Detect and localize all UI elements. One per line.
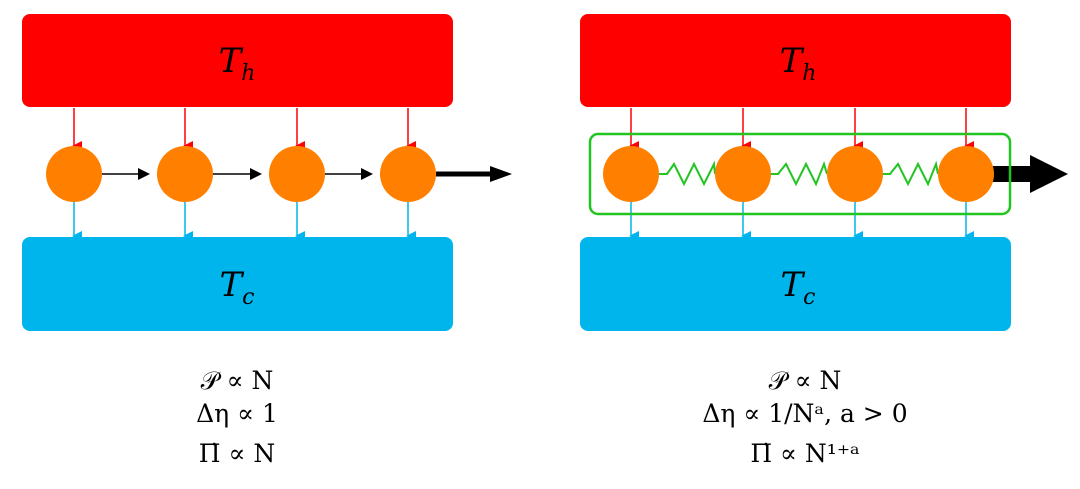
scaling-power: 𝒫 ∝ N — [769, 366, 842, 395]
scaling-efficiency: Δη ∝ 1 — [196, 399, 278, 428]
cold-reservoir-label: Tc — [219, 265, 254, 310]
cold-reservoir — [22, 237, 453, 331]
cold-reservoir-label: Tc — [780, 265, 815, 310]
engine-circle — [603, 146, 659, 202]
cold-reservoir — [580, 237, 1011, 331]
hot-reservoir-label: Th — [780, 41, 817, 86]
hot-reservoir — [22, 14, 453, 107]
total-work-arrow — [992, 155, 1068, 193]
scaling-entropy: Π̇ ∝ N¹⁺ᵃ — [750, 439, 859, 468]
coupling-spring — [771, 160, 828, 187]
total-work-arrow — [436, 166, 512, 182]
engine-circle — [380, 146, 436, 202]
engine-circle — [157, 146, 213, 202]
scaling-power: 𝒫 ∝ N — [201, 366, 274, 395]
hot-reservoir-label: Th — [219, 41, 256, 86]
engine-circle — [46, 146, 102, 202]
engine-circle — [269, 146, 325, 202]
scaling-entropy: Π̇ ∝ N — [199, 439, 276, 468]
hot-reservoir — [580, 14, 1011, 107]
coupled-engine-box — [588, 132, 1012, 216]
panel-interacting: Th Tc 𝒫 ∝ N Δη ∝ 1 — [580, 14, 1068, 468]
engine-circle — [938, 146, 994, 202]
coupling-spring — [883, 160, 939, 187]
engine-circle — [715, 146, 771, 202]
scaling-efficiency: Δη ∝ 1/Nᵃ, a > 0 — [702, 399, 907, 428]
engine-circle — [827, 146, 883, 202]
panel-independent: Th Tc 𝒫 ∝ N Δη ∝ 1 Π̇ ∝ N — [22, 14, 512, 468]
coupling-spring — [659, 160, 716, 187]
